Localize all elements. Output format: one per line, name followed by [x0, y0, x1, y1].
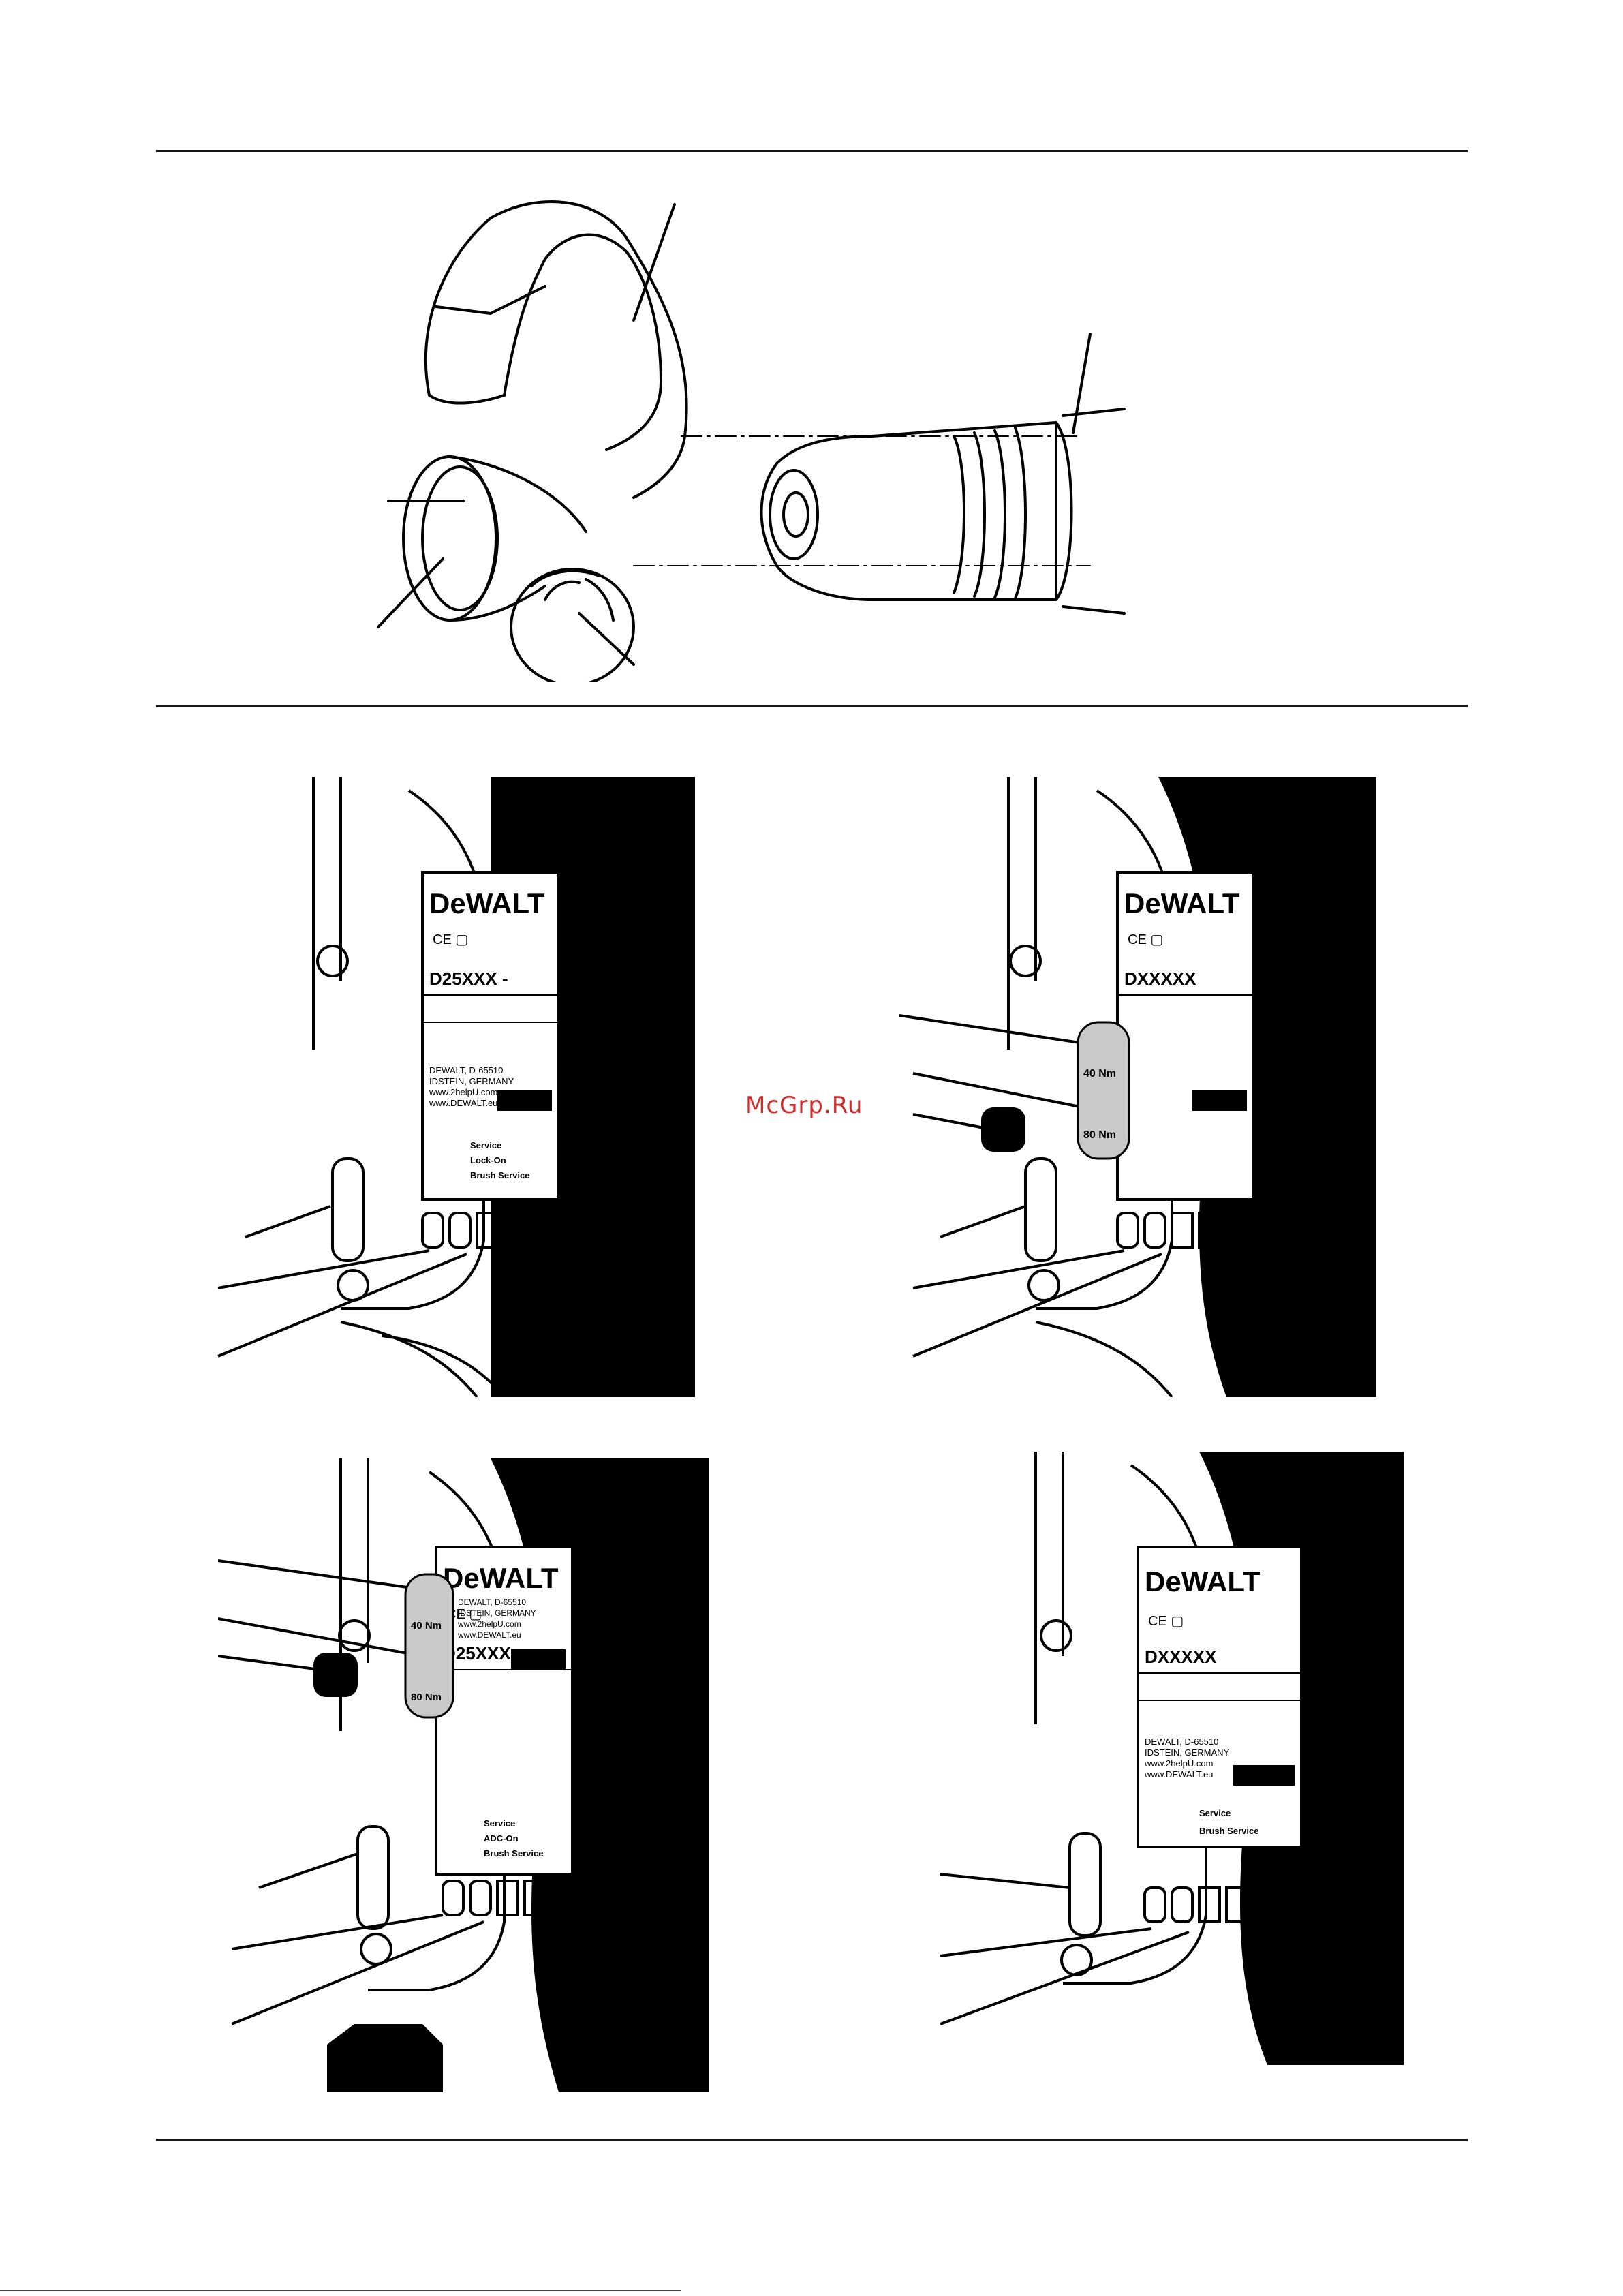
- svg-text:CE ▢: CE ▢: [1128, 932, 1163, 947]
- nameplate-figure-c: DeWALT CE ▢ D25XXX - 40 Nm 80 Nm DEWALT,…: [218, 1458, 709, 2092]
- plate-c-model: D25XXX -: [443, 1643, 522, 1664]
- plate-c-address-2: www.2helpU.com: [457, 1619, 521, 1629]
- plate-a-model: D25XXX -: [429, 968, 508, 989]
- footer-line: [0, 2290, 681, 2291]
- plate-a-address-3: www.DEWALT.eu: [429, 1098, 497, 1108]
- plate-c-torque-0: 40 Nm: [411, 1620, 442, 1632]
- plate-a-brand: DeWALT: [429, 887, 545, 919]
- plate-d-model: DXXXXX: [1145, 1647, 1217, 1667]
- plate-d-mode-0: Service: [1199, 1808, 1231, 1818]
- plate-c-address-1: IDSTEIN, GERMANY: [458, 1608, 536, 1618]
- plate-c-address-0: DEWALT, D-65510: [458, 1597, 526, 1607]
- plate-b-brand: DeWALT: [1124, 887, 1240, 919]
- plate-c-mode-2: Brush Service: [484, 1848, 543, 1858]
- nameplate-figure-a: DeWALT CE ▢ D25XXX - DEWALT, D-65510 IDS…: [217, 777, 695, 1397]
- plate-d-address-1: IDSTEIN, GERMANY: [1145, 1747, 1230, 1758]
- middle-rule: [156, 705, 1468, 707]
- svg-text:DEWALT, D-65510 IDSTEIN, G: DEWALT, D-65510 IDSTEIN, GERMANY www.2he…: [429, 1065, 516, 1108]
- plate-b-torque-1: 80 Nm: [1083, 1129, 1116, 1141]
- svg-text:CE ▢: CE ▢: [1148, 1614, 1184, 1629]
- nameplate-figure-d: DeWALT CE ▢ DXXXXX DEWALT, D-65510 IDSTE…: [940, 1452, 1404, 2065]
- side-handle-chuck-illustration: [377, 200, 1126, 682]
- svg-text:DEWALT, D-65510 IDSTEIN, G: DEWALT, D-65510 IDSTEIN, GERMANY www.2he…: [1144, 1736, 1232, 1779]
- plate-a-mode-0: Service: [470, 1140, 501, 1150]
- plate-a-cert: CE ▢: [433, 932, 468, 947]
- plate-d-address-3: www.DEWALT.eu: [1144, 1769, 1213, 1779]
- svg-text:Service Brush Service: Service Brush Service: [1199, 1808, 1258, 1836]
- plate-a-address-1: IDSTEIN, GERMANY: [429, 1076, 514, 1086]
- plate-c-mode-1: ADC-On: [484, 1833, 519, 1843]
- svg-text:DEWALT, D-65510 IDSTEIN, G: DEWALT, D-65510 IDSTEIN, GERMANY www.2he…: [457, 1597, 538, 1640]
- bottom-rule: [156, 2139, 1468, 2141]
- watermark: McGrp.Ru: [745, 1092, 863, 1119]
- top-rule: [156, 150, 1468, 152]
- plate-d-brand: DeWALT: [1145, 1565, 1261, 1597]
- plate-c-brand: DeWALT: [443, 1562, 559, 1594]
- plate-b-model: DXXXXX: [1124, 968, 1196, 989]
- plate-c-mode-0: Service: [484, 1818, 515, 1828]
- plate-a-address-0: DEWALT, D-65510: [429, 1065, 503, 1075]
- svg-text:Service Lock-On Brush: Service Lock-On Brush Service: [470, 1140, 529, 1180]
- svg-text:Service ADC-On Brush S: Service ADC-On Brush Service: [484, 1818, 543, 1858]
- nameplate-figure-b: DeWALT CE ▢ DXXXXX 40 Nm 80 Nm: [899, 777, 1376, 1397]
- plate-d-address-2: www.2helpU.com: [1144, 1758, 1213, 1769]
- plate-d-address-0: DEWALT, D-65510: [1145, 1736, 1218, 1747]
- plate-c-address-3: www.DEWALT.eu: [457, 1630, 521, 1640]
- plate-d-mode-1: Brush Service: [1199, 1826, 1258, 1836]
- plate-a-address-2: www.2helpU.com: [429, 1087, 497, 1097]
- plate-a-mode-1: Lock-On: [470, 1155, 506, 1165]
- svg-text:CE ▢: CE ▢: [446, 1607, 482, 1622]
- plate-a-mode-2: Brush Service: [470, 1170, 529, 1180]
- plate-c-torque-1: 80 Nm: [411, 1692, 442, 1703]
- plate-b-torque-0: 40 Nm: [1083, 1068, 1116, 1080]
